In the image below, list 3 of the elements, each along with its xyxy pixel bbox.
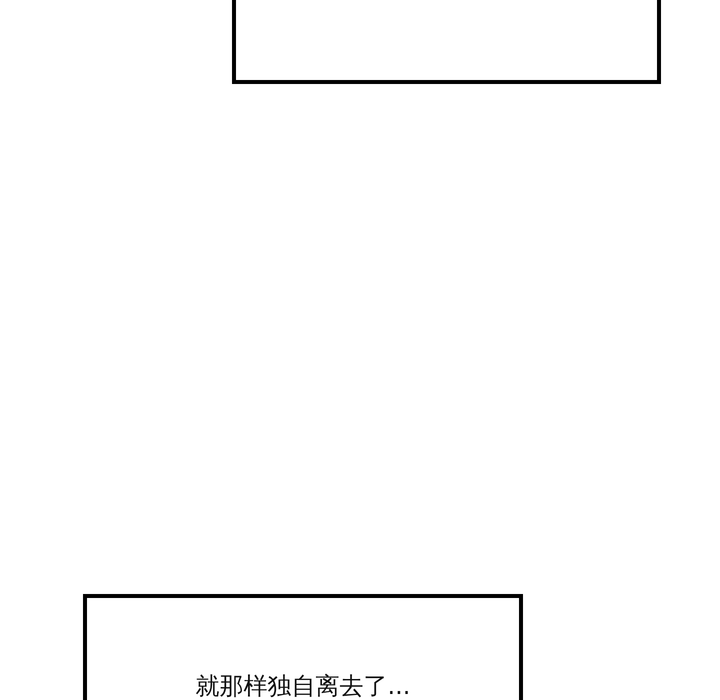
caption-text: 就那样独自离去了... [194,671,412,700]
empty-caption-box [232,0,661,84]
caption-box [83,594,523,700]
